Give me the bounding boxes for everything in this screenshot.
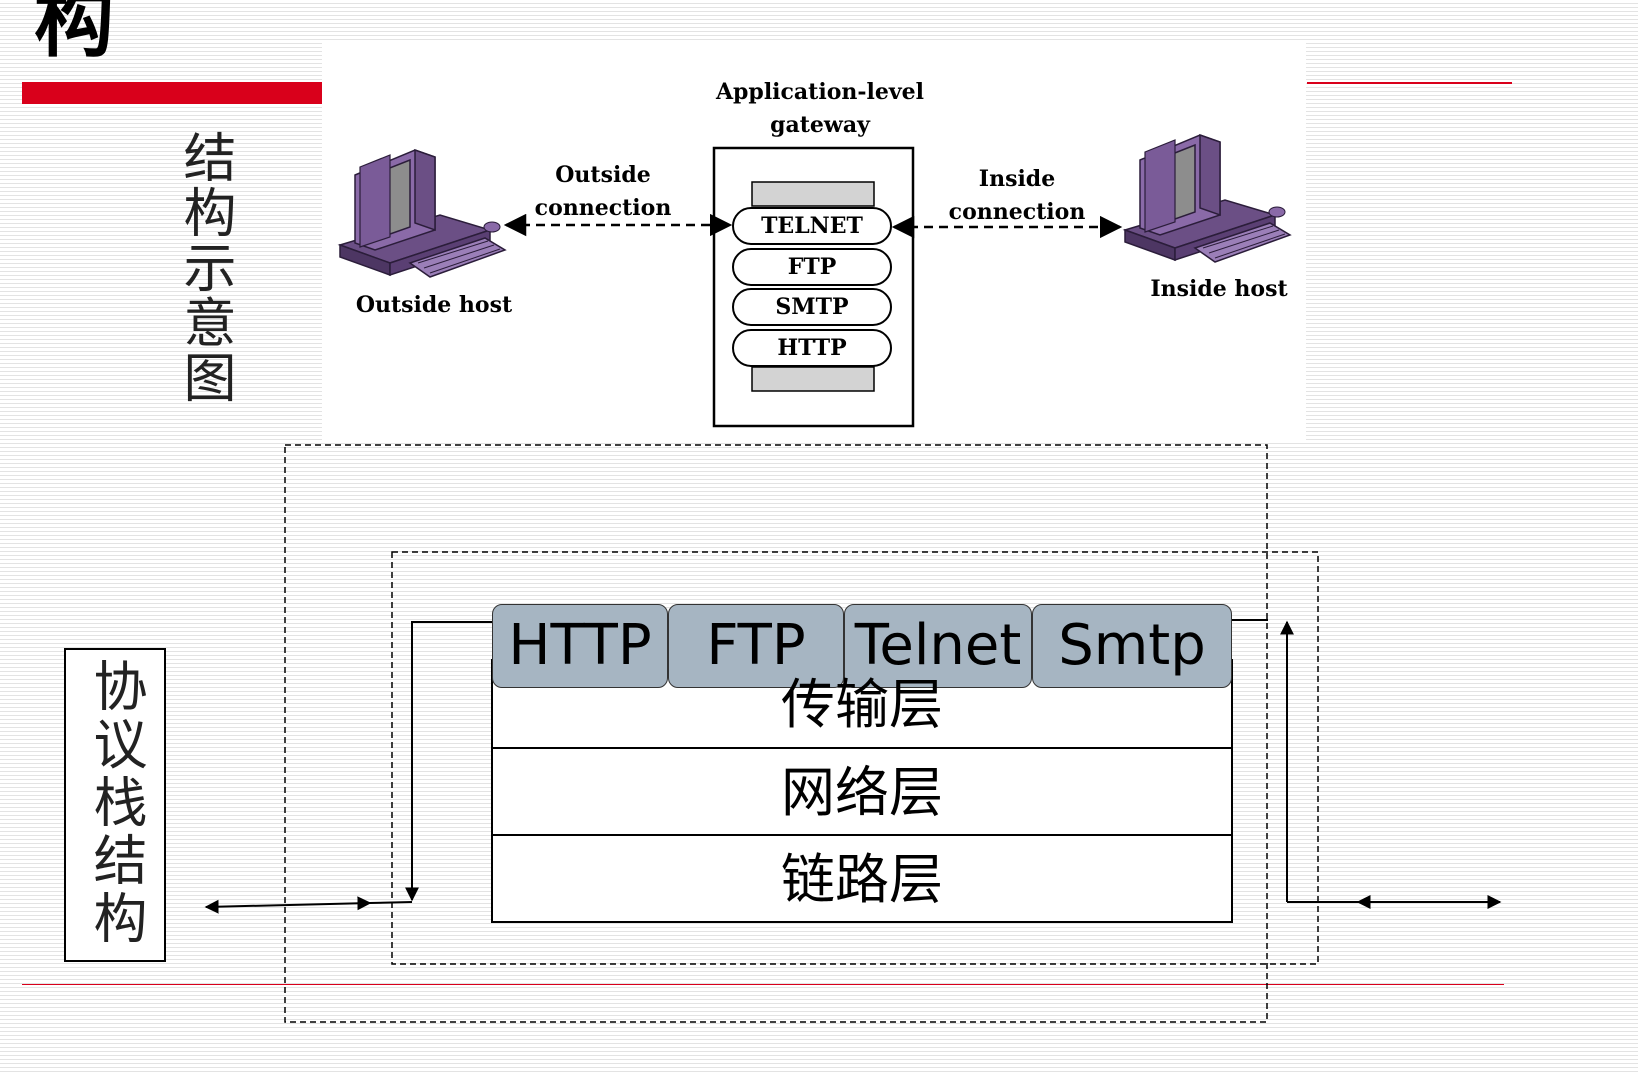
gateway-protocol-http: HTTP: [732, 329, 892, 367]
layer-link: 链路层: [781, 848, 943, 911]
inside-connection-label: Inside connection: [948, 166, 1086, 225]
protocol-stack-side-label: 协议栈结构: [84, 658, 147, 948]
app-protocol-telnet: Telnet: [844, 604, 1032, 688]
page-title: 构: [34, 0, 114, 68]
title-accent-bar: [22, 82, 322, 104]
inside-host-icon: [1124, 134, 1291, 263]
title-accent-line: [1307, 82, 1512, 84]
gateway-protocol-ftp: FTP: [732, 248, 892, 286]
app-protocol-smtp: Smtp: [1032, 604, 1232, 688]
layer-transport: 传输层: [781, 673, 943, 736]
inside-host-label: Inside host: [1150, 276, 1288, 302]
gateway-label: Application-level gateway: [715, 79, 924, 138]
outside-host-label: Outside host: [355, 292, 513, 318]
outside-connection-label: Outside connection: [534, 162, 672, 221]
app-protocol-http: HTTP: [492, 604, 668, 688]
gateway-protocol-smtp: SMTP: [732, 288, 892, 326]
gateway-protocol-telnet: TELNET: [732, 207, 892, 245]
diagram-side-label: 结构示意图: [175, 130, 236, 405]
outside-host-icon: [339, 149, 506, 278]
app-protocol-ftp: FTP: [668, 604, 844, 688]
layer-network: 网络层: [781, 761, 943, 824]
footer-divider: [22, 984, 1504, 985]
protocol-stack-label-box: [64, 648, 166, 962]
